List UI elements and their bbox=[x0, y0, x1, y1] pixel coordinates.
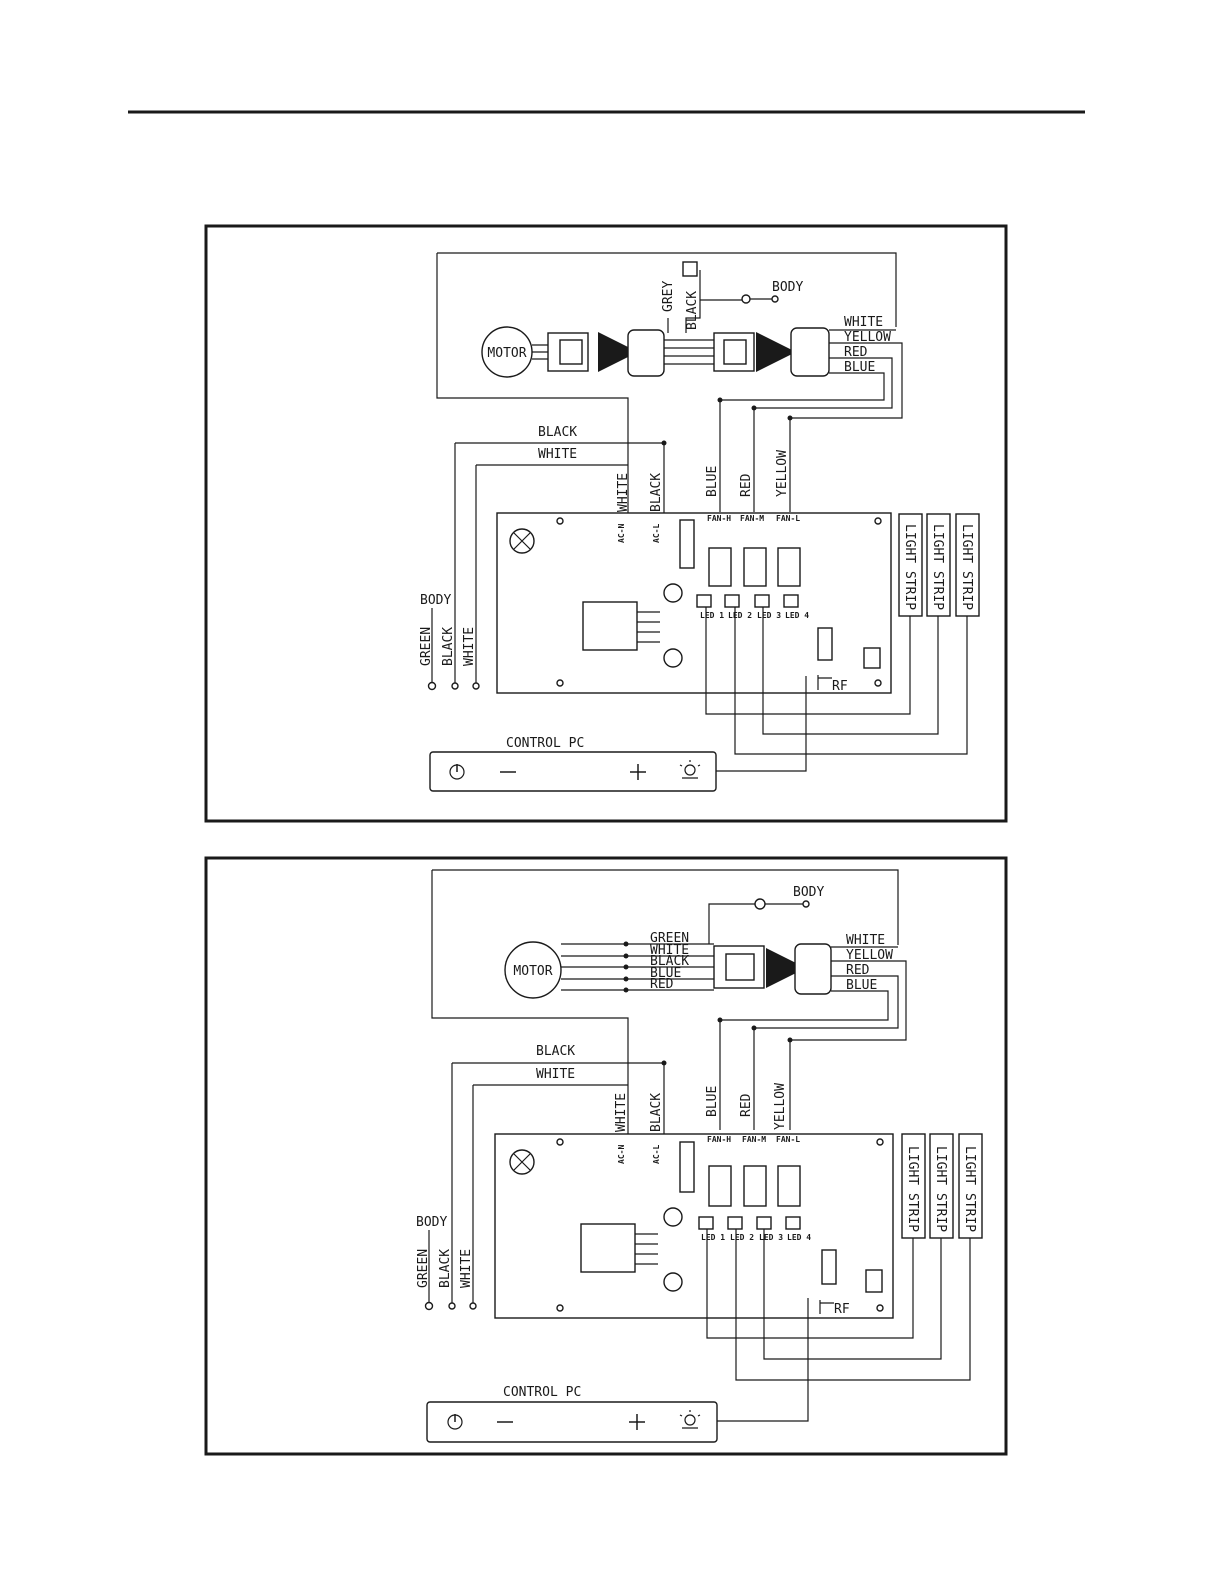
d1-transformer bbox=[582, 601, 638, 651]
d2-black-label-vert: BLACK bbox=[649, 1093, 664, 1132]
d2-led2-label: LED 2 bbox=[730, 1233, 754, 1242]
svg-text:LIGHT STRIP: LIGHT STRIP bbox=[905, 1146, 920, 1232]
d1-body-label-supply: BODY bbox=[420, 593, 451, 608]
d1-led4-label: LED 4 bbox=[785, 611, 809, 620]
d1-light-icon bbox=[679, 760, 701, 779]
d2-blue-label-vert: BLUE bbox=[705, 1086, 720, 1117]
d1-fanh-label: FAN-H bbox=[707, 514, 731, 523]
d2-power-icon bbox=[447, 1414, 463, 1430]
d1-blue-label-vert: BLUE bbox=[705, 466, 720, 497]
d2-blue-wire-label: BLUE bbox=[650, 966, 681, 981]
diagram-1-frame bbox=[204, 224, 1008, 823]
d2-black-label-supply: BLACK bbox=[536, 1044, 575, 1059]
d2-terminal-block bbox=[794, 943, 832, 995]
d2-housing-outline bbox=[431, 869, 899, 1140]
d2-fanh-label: FAN-H bbox=[707, 1135, 731, 1144]
d1-blue-label: BLUE bbox=[844, 360, 875, 375]
diagram-2: MOTOR GREEN WHITE BLACK BLUE RED BODY WH… bbox=[204, 856, 1008, 1456]
d1-white-label-end: WHITE bbox=[462, 627, 477, 666]
d2-red-wire-label: RED bbox=[650, 977, 674, 992]
d1-grey-label: GREY bbox=[661, 281, 676, 312]
d2-motor bbox=[504, 941, 562, 999]
d1-led1-label: LED 1 bbox=[700, 611, 724, 620]
d2-white-label-end: WHITE bbox=[459, 1249, 474, 1288]
svg-text:LIGHT STRIP: LIGHT STRIP bbox=[930, 524, 945, 610]
d2-white-label-vert: WHITE bbox=[614, 1093, 629, 1132]
d2-body-label-supply: BODY bbox=[416, 1215, 447, 1230]
d2-body-label-top: BODY bbox=[793, 885, 824, 900]
d2-motor-label: MOTOR bbox=[513, 964, 552, 979]
d1-acl-label: AC-L bbox=[652, 524, 661, 543]
d2-blue-label: BLUE bbox=[846, 978, 877, 993]
d2-led3-label: LED 3 bbox=[759, 1233, 783, 1242]
d2-fuse bbox=[679, 1141, 695, 1193]
d1-yellow-label-vert: YELLOW bbox=[775, 450, 790, 497]
d1-white-label: WHITE bbox=[844, 315, 883, 330]
d2-black-label-end: BLACK bbox=[438, 1249, 453, 1288]
d2-yellow-label-vert: YELLOW bbox=[773, 1083, 788, 1130]
d1-control-label: CONTROL PC bbox=[506, 736, 584, 751]
d1-plus-icon bbox=[630, 764, 646, 780]
d1-fuse bbox=[679, 519, 695, 569]
diagram-2-frame bbox=[204, 856, 1008, 1456]
d1-led3-label: LED 3 bbox=[757, 611, 781, 620]
d2-light-icon bbox=[679, 1410, 701, 1429]
d1-housing-outline bbox=[436, 252, 897, 520]
d2-green-label: GREEN bbox=[416, 1249, 431, 1288]
d2-fanm-label: FAN-M bbox=[742, 1135, 766, 1144]
d2-led1-label: LED 1 bbox=[701, 1233, 725, 1242]
d2-led4-label: LED 4 bbox=[787, 1233, 811, 1242]
d2-white-label: WHITE bbox=[846, 933, 885, 948]
d1-power-icon bbox=[449, 764, 465, 780]
d2-plus-icon bbox=[629, 1414, 645, 1430]
d2-white-wire-label: WHITE bbox=[650, 943, 689, 958]
d1-body-label-top: BODY bbox=[772, 280, 803, 295]
d1-black-label-supply: BLACK bbox=[538, 425, 577, 440]
d2-control-panel bbox=[426, 1401, 718, 1443]
d1-led2-label: LED 2 bbox=[728, 611, 752, 620]
d1-acn-label: AC-N bbox=[617, 524, 626, 543]
diagram-1: MOTOR GREY BLACK BODY WHITE YELLOW RED B… bbox=[204, 224, 1008, 823]
d1-control-panel bbox=[429, 751, 717, 792]
d2-black-wire-label: BLACK bbox=[650, 954, 689, 969]
d2-white-label-supply: WHITE bbox=[536, 1067, 575, 1082]
d1-motor-label: MOTOR bbox=[487, 346, 526, 361]
d1-white-label-supply: WHITE bbox=[538, 447, 577, 462]
d1-fanl-label: FAN-L bbox=[776, 514, 800, 523]
d1-socket bbox=[627, 329, 665, 377]
d2-acn-label: AC-N bbox=[617, 1145, 626, 1164]
d1-rf-label: RF bbox=[832, 679, 848, 694]
svg-text:LIGHT STRIP: LIGHT STRIP bbox=[902, 524, 917, 610]
d2-green-wire-label: GREEN bbox=[650, 931, 689, 946]
svg-text:LIGHT STRIP: LIGHT STRIP bbox=[933, 1146, 948, 1232]
d1-white-label-vert: WHITE bbox=[616, 473, 631, 512]
d1-yellow-label: YELLOW bbox=[844, 330, 891, 345]
d1-red-label-vert: RED bbox=[739, 473, 754, 497]
svg-text:LIGHT STRIP: LIGHT STRIP bbox=[962, 1146, 977, 1232]
d1-green-label: GREEN bbox=[419, 627, 434, 666]
d2-red-label: RED bbox=[846, 963, 870, 978]
d1-red-label: RED bbox=[844, 345, 868, 360]
d1-black-label-vert: BLACK bbox=[649, 473, 664, 512]
d2-yellow-label: YELLOW bbox=[846, 948, 893, 963]
d1-terminal-block bbox=[790, 327, 830, 377]
d2-fanl-label: FAN-L bbox=[776, 1135, 800, 1144]
d2-red-label-vert: RED bbox=[739, 1093, 754, 1117]
d2-transformer bbox=[580, 1223, 636, 1273]
d1-black-label-top: BLACK bbox=[685, 291, 700, 330]
d1-black-label-end: BLACK bbox=[441, 627, 456, 666]
svg-text:LIGHT STRIP: LIGHT STRIP bbox=[959, 524, 974, 610]
d2-control-label: CONTROL PC bbox=[503, 1385, 581, 1400]
d2-rf-label: RF bbox=[834, 1302, 850, 1317]
d2-acl-label: AC-L bbox=[652, 1145, 661, 1164]
d1-fanm-label: FAN-M bbox=[740, 514, 764, 523]
